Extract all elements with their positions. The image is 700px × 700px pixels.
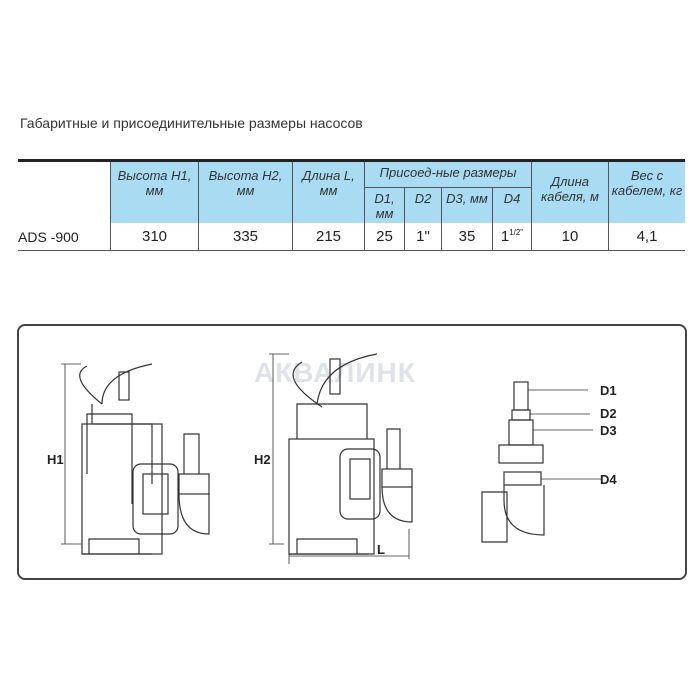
cell-d1: 25	[364, 223, 405, 251]
pump-front-drawing	[79, 363, 210, 555]
cell-h1: 310	[110, 223, 199, 251]
header-d2: D2	[404, 187, 442, 223]
d4-sup: 1/2"	[509, 228, 524, 237]
header-h1: Высота H1, мм	[110, 160, 199, 223]
cell-d4: 11/2"	[492, 223, 532, 251]
h2-dimension	[269, 353, 289, 545]
diagram-panel	[17, 324, 687, 580]
cell-cable: 10	[531, 223, 609, 251]
label-d1: D1	[600, 383, 617, 398]
page-title: Габаритные и присоединительные размеры н…	[20, 115, 363, 131]
label-h2: H2	[254, 452, 271, 467]
label-l: L	[377, 542, 385, 557]
watermark-logo: АКВАЛИНК	[254, 357, 416, 388]
header-d4: D4	[492, 187, 532, 223]
header-h2: Высота H2, мм	[198, 160, 293, 223]
header-cable: Длина кабеля, м	[531, 160, 609, 223]
header-length: Длина L, мм	[292, 160, 365, 223]
label-d3: D3	[600, 423, 617, 438]
model-header	[18, 160, 111, 223]
cell-length: 215	[292, 223, 365, 251]
fittings-drawing	[481, 381, 601, 543]
label-h1: H1	[47, 452, 64, 467]
cell-h2: 335	[198, 223, 293, 251]
l-dimension	[288, 529, 410, 564]
cell-weight: 4,1	[608, 223, 685, 251]
table-row: ADS -900 310 335 215 25 1" 35 11/2" 10 4…	[18, 223, 685, 251]
cell-d3: 35	[441, 223, 493, 251]
pump-side-drawing	[288, 353, 413, 555]
header-connection-group: Присоед-ные размеры	[364, 160, 532, 188]
label-d2: D2	[600, 406, 617, 421]
label-d4: D4	[600, 472, 617, 487]
h1-dimension	[61, 363, 81, 545]
header-weight: Вес с кабелем, кг	[608, 160, 685, 223]
cell-model: ADS -900	[18, 223, 111, 251]
header-d1: D1, мм	[364, 187, 405, 223]
cell-d2: 1"	[404, 223, 442, 251]
d4-base: 1	[500, 228, 510, 245]
header-d3: D3, мм	[441, 187, 493, 223]
pump-drawings	[61, 353, 601, 564]
dimensions-table: Высота H1, мм Высота H2, мм Длина L, мм …	[18, 159, 685, 251]
